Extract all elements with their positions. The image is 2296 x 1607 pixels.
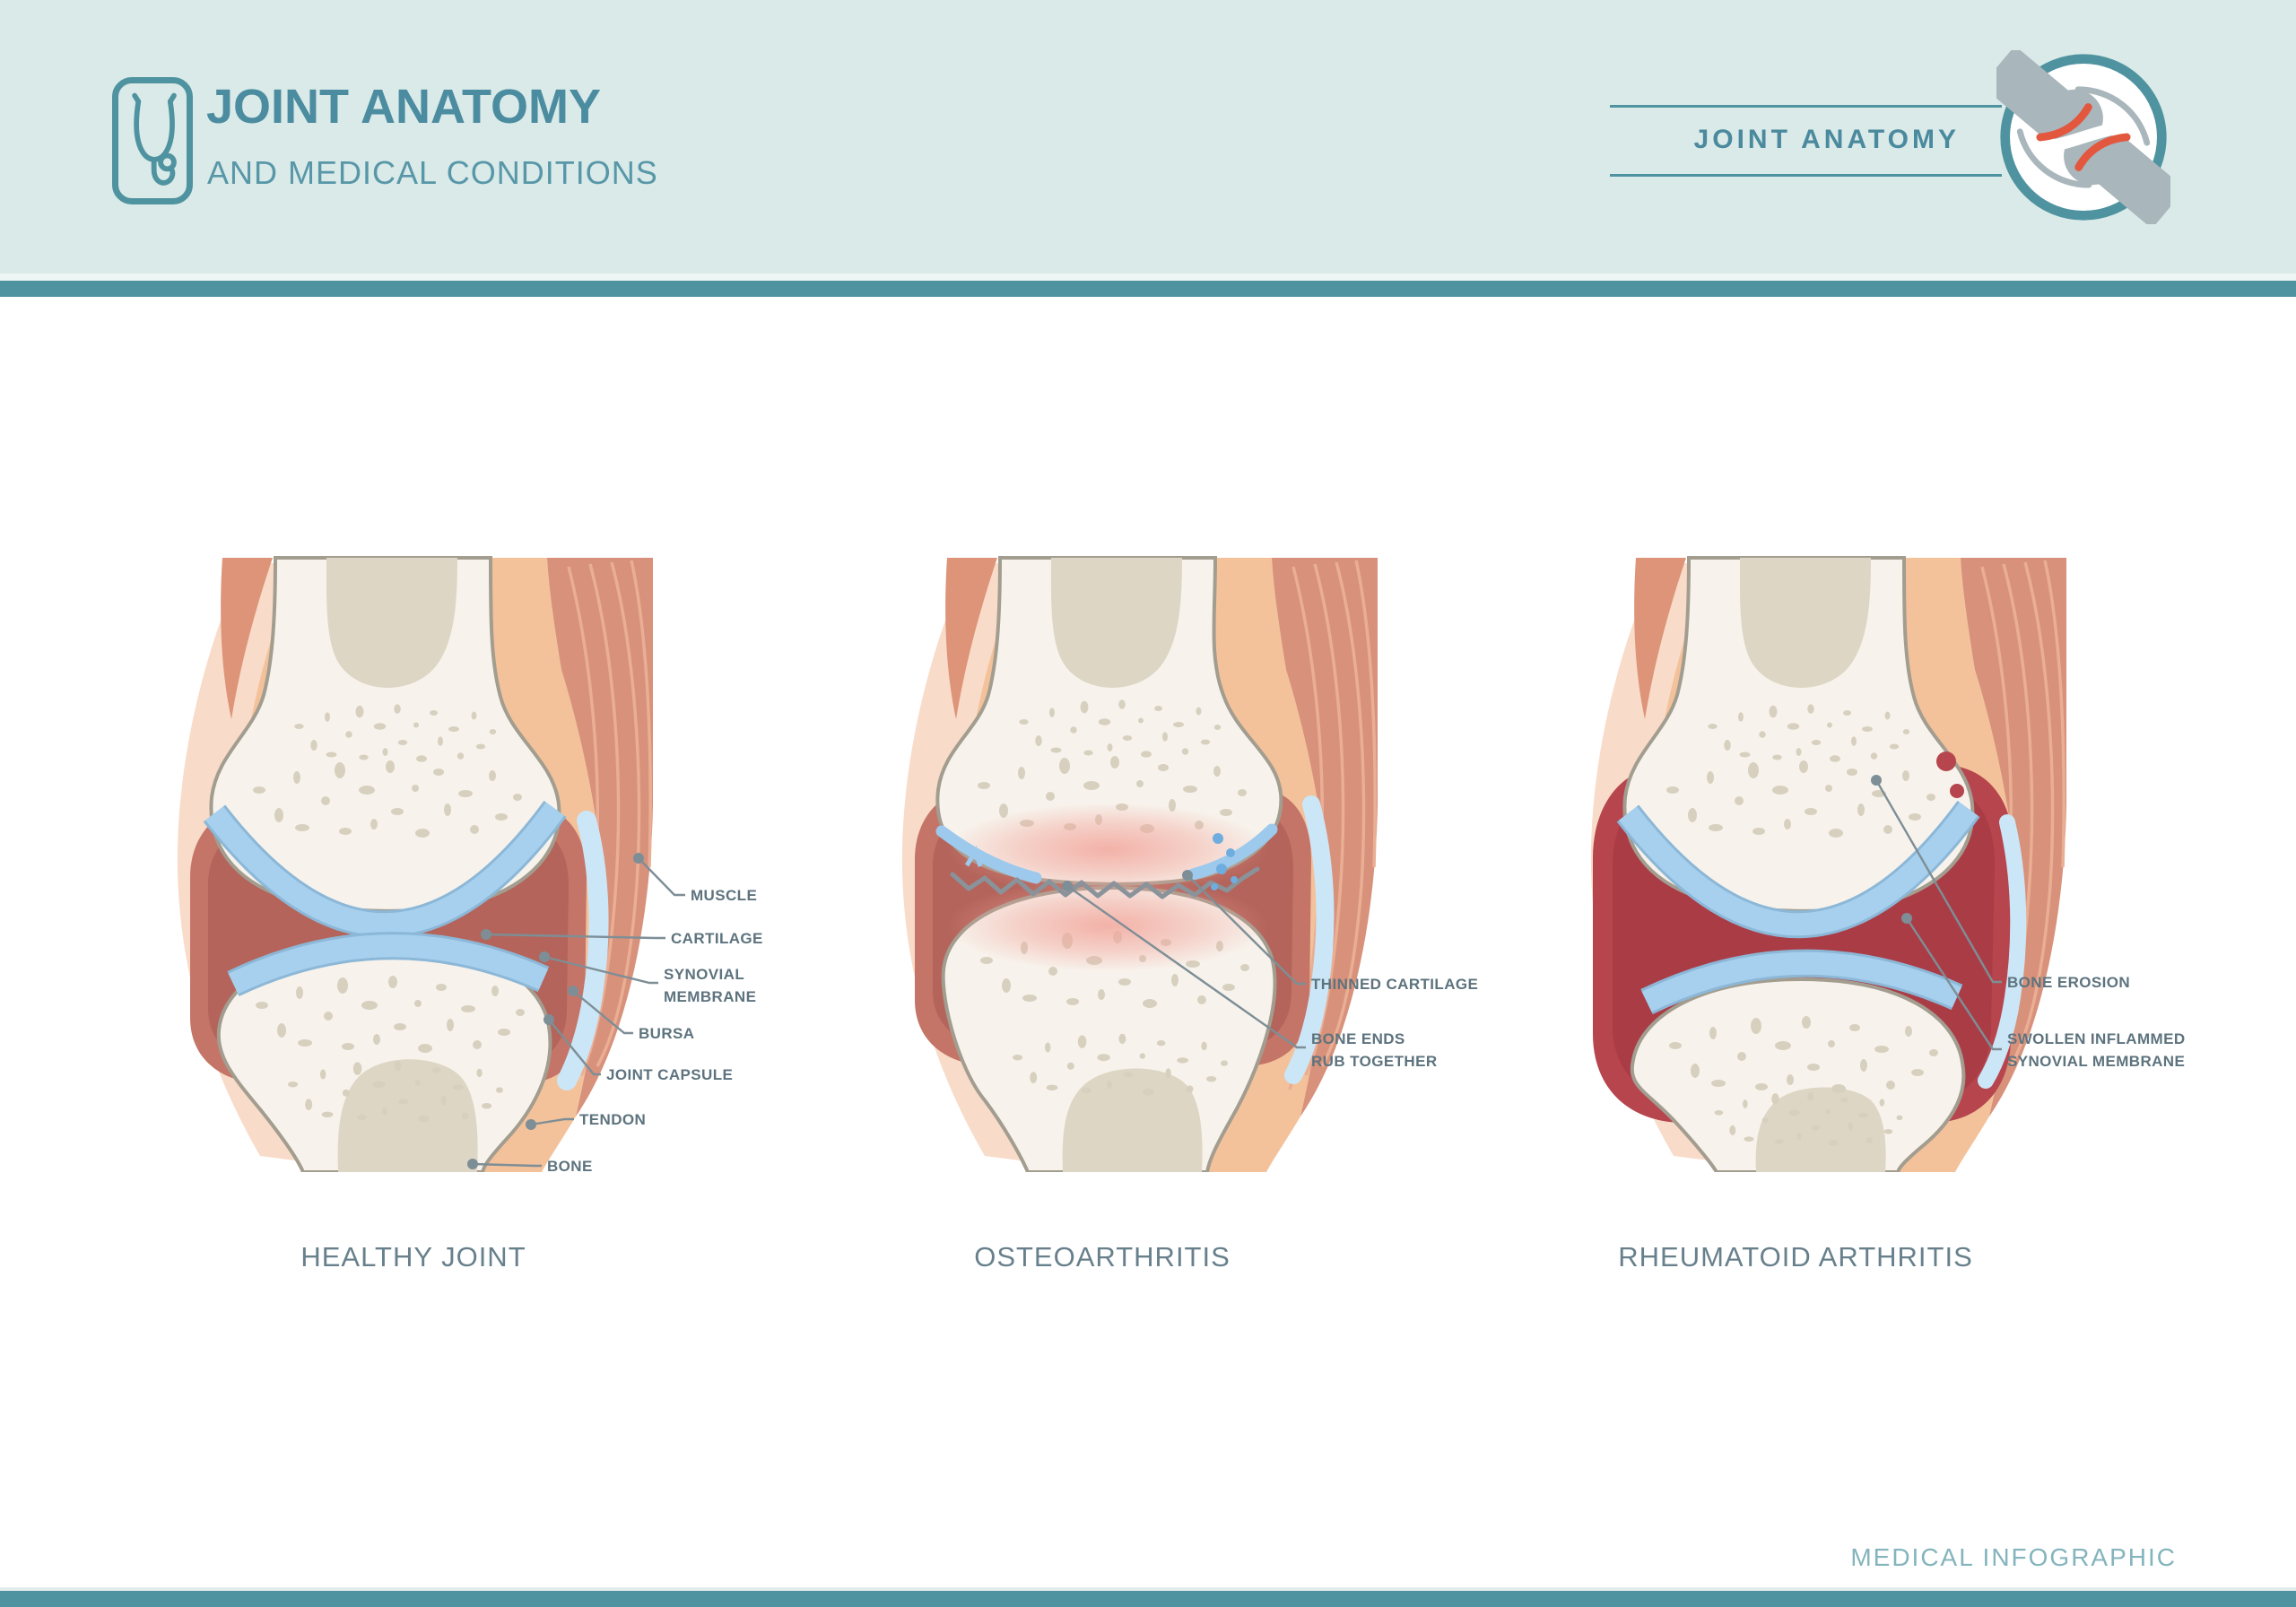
caption-osteoarthritis: OSTEOARTHRITIS — [974, 1241, 1231, 1273]
rheumatoid-arthritis-illustration — [1589, 535, 2068, 1172]
label-joint-capsule: JOINT CAPSULE — [606, 1066, 734, 1083]
label-cartilage: CARTILAGE — [671, 930, 763, 947]
stethoscope-icon — [112, 77, 193, 204]
credit-text: MEDICAL INFOGRAPHIC — [1850, 1543, 2177, 1571]
label-bone-erosion: BONE EROSION — [2007, 974, 2131, 991]
badge-bottom-line — [1610, 174, 2002, 177]
label-muscle: MUSCLE — [691, 887, 758, 904]
joint-circle-icon — [1984, 48, 2183, 226]
page-title: JOINT ANATOMY — [206, 80, 602, 134]
header-band — [0, 0, 2296, 274]
page-subtitle: AND MEDICAL CONDITIONS — [207, 154, 658, 191]
caption-healthy-joint: HEALTHY JOINT — [300, 1241, 526, 1273]
label-bone: BONE — [547, 1158, 593, 1175]
label-thinned-cartilage: THINNED CARTILAGE — [1311, 976, 1479, 993]
header-rule — [0, 281, 2296, 297]
label-bursa: BURSA — [639, 1025, 695, 1042]
healthy-joint-illustration — [176, 535, 655, 1172]
label-tendon: TENDON — [579, 1111, 647, 1128]
footer-strip — [0, 1587, 2296, 1591]
header-strip — [0, 274, 2296, 281]
footer-rule — [0, 1591, 2296, 1607]
badge-label: JOINT ANATOMY — [1693, 125, 1960, 154]
caption-rheumatoid-arthritis: RHEUMATOID ARTHRITIS — [1618, 1241, 1973, 1273]
badge-top-line — [1610, 105, 2002, 108]
osteoarthritis-illustration — [900, 556, 1379, 1172]
